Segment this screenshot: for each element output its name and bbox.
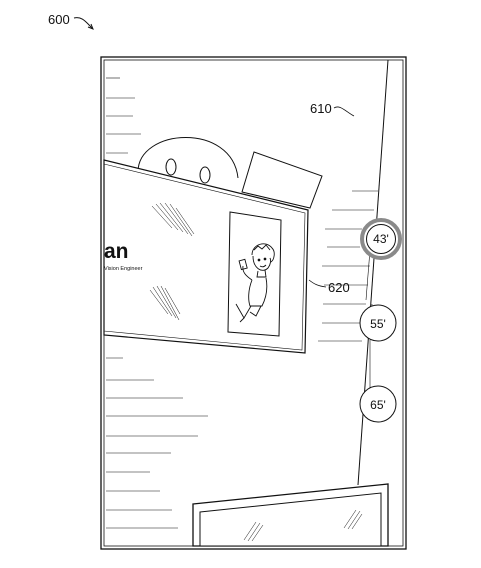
marker-distance-text: 55': [370, 317, 386, 331]
sign-reflection-lower: [149, 285, 181, 321]
figure-label-arrowhead: [87, 23, 94, 30]
round-figure-right-eye: [199, 166, 211, 184]
background-box: [241, 151, 323, 209]
round-figure-head: [137, 137, 239, 179]
sign-reference-label: 620: [328, 280, 350, 295]
left-wall-lines: [106, 77, 208, 529]
marker-circle: [359, 385, 397, 423]
marker-connector-upper: [365, 249, 371, 301]
monitor-reflection-left: [243, 521, 264, 542]
distance-marker-55: 55': [359, 304, 397, 342]
marker-circle: [366, 224, 396, 254]
sign-portrait-frame: [227, 211, 282, 337]
sign-subtitle: Vision Engineer: [104, 266, 143, 272]
distance-marker-65: 65': [359, 385, 397, 423]
sign-headline: an: [104, 240, 129, 263]
figure-label-arrow: [73, 17, 93, 29]
monitor-reflection-right: [343, 509, 363, 530]
sign-board-inner-edge: [103, 163, 306, 351]
monitor-screen: [199, 492, 382, 547]
distance-marker-43: 43': [360, 218, 402, 260]
marker-distance-text: 65': [370, 398, 386, 412]
person-illustration: [235, 243, 275, 323]
sign-label-leader: [308, 279, 327, 288]
figure-label: 600: [48, 12, 70, 27]
marker-circle: [359, 304, 397, 342]
marker-distance-text: 43': [373, 232, 389, 246]
view-reference-label: 610: [310, 101, 332, 116]
right-wall-lines: [318, 190, 378, 342]
view-label-leader: [333, 106, 355, 117]
round-figure-left-eye: [165, 158, 177, 176]
screen-frame-outer: [100, 56, 407, 550]
sign-reflection-upper: [151, 202, 195, 237]
